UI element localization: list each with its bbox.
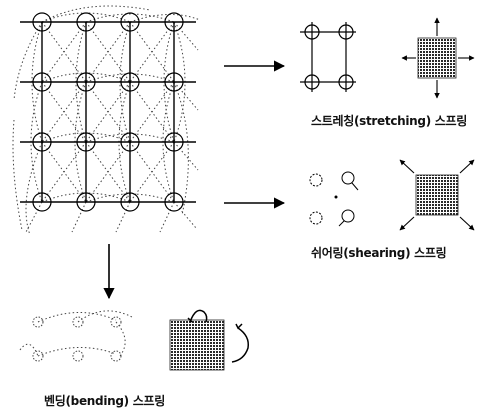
stretching-cloth-patch: [401, 17, 475, 99]
shearing-spring-label: 쉬어링(shearing) 스프링: [311, 246, 447, 260]
bending-spring-label: 벤딩(bending) 스프링: [44, 394, 165, 408]
cloth-mass-spring-grid: [12, 5, 201, 236]
shearing-spring-illustration: [309, 171, 359, 227]
bending-spring-illustration: [19, 310, 135, 362]
stretching-spring-label: 스트레칭(stretching) 스프링: [311, 114, 468, 128]
bending-springs-dotted: [12, 5, 201, 236]
shearing-cloth-patch: [399, 159, 475, 231]
mass-nodes: [32, 12, 184, 212]
stretching-spring-illustration: [300, 22, 356, 92]
stretching-springs-solid: [20, 21, 196, 203]
bending-cloth-patch: [169, 309, 250, 371]
